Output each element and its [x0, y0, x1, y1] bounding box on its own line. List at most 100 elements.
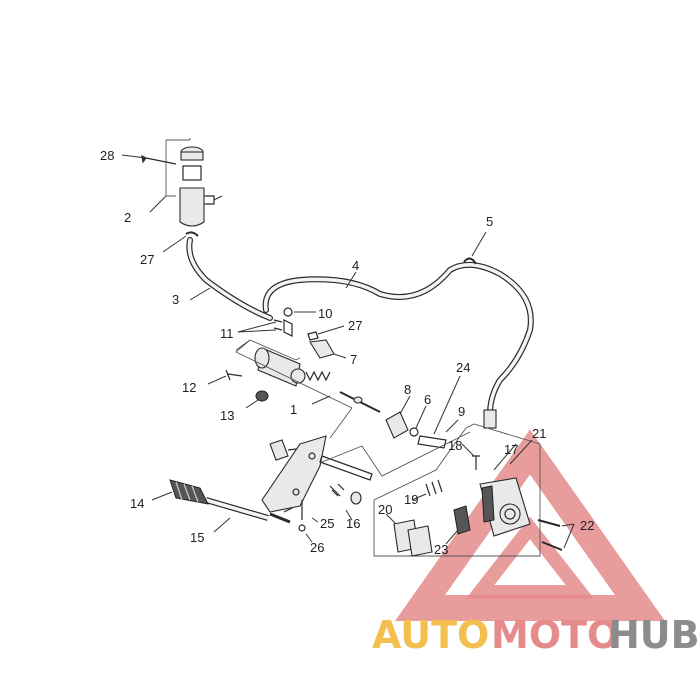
callout-27-fitting: 27: [348, 318, 362, 333]
slave-seal: [481, 485, 495, 523]
callout-8: 8: [404, 382, 411, 397]
reservoir-body: [179, 187, 205, 227]
reservoir-diaphragm: [182, 165, 202, 181]
callout-9: 9: [458, 404, 465, 419]
pedal-assembly: [151, 419, 471, 543]
piston-seal: [353, 396, 363, 404]
hose-end-fitting: [483, 409, 497, 429]
callout-5: 5: [486, 214, 493, 229]
callout-26: 26: [310, 540, 324, 555]
callout-24: 24: [456, 360, 470, 375]
leader-24: [433, 375, 461, 435]
slave-group-box: [373, 423, 541, 557]
callout-3: 3: [172, 292, 179, 307]
clip-6: [409, 427, 419, 437]
leader-15: [213, 517, 231, 533]
nut-26: [298, 524, 306, 532]
leader-21: [509, 439, 533, 465]
callout-27-reservoir: 27: [140, 252, 154, 267]
callout-16: 16: [346, 516, 360, 531]
watermark-triangle-inner: [465, 516, 595, 599]
callout-12: 12: [182, 380, 196, 395]
callout-19: 19: [404, 492, 418, 507]
slave-piston: [499, 503, 521, 525]
callout-25: 25: [320, 516, 334, 531]
hose-clamp-top: [185, 231, 199, 237]
mc-outlet: [290, 368, 306, 384]
callout-4: 4: [352, 258, 359, 273]
banjo-fitting: [283, 319, 293, 337]
callout-labels: 1 2 3 4 5 6 7 8 9 10 11 12 13 14 15 16 1…: [100, 148, 594, 557]
crush-washer-27: [307, 331, 319, 341]
group-1-bracket: [235, 339, 353, 439]
leader-27a: [162, 235, 187, 253]
hose-clip-5: [463, 257, 477, 265]
callout-7: 7: [350, 352, 357, 367]
footrest-plate: [261, 435, 327, 513]
banjo-bolt-10: [283, 307, 293, 317]
leader-2: [149, 195, 167, 213]
callout-23: 23: [434, 542, 448, 557]
reservoir-cap-body: [180, 151, 204, 161]
reservoir-tab: [204, 195, 215, 205]
callout-17: 17: [504, 442, 518, 457]
hoses: [186, 231, 534, 429]
leader-20: [385, 513, 397, 525]
callout-15: 15: [190, 530, 204, 545]
pad-20b: [407, 525, 433, 557]
return-spring: [305, 370, 331, 382]
feed-hose: [186, 237, 273, 321]
clutch-hose-inner: [263, 263, 533, 416]
dust-boot-8: [385, 411, 409, 439]
lever-pin: [269, 512, 291, 524]
leader-6: [415, 405, 427, 429]
reservoir-tab-line: [213, 195, 223, 201]
callout-2: 2: [124, 210, 131, 225]
shim-23: [453, 505, 471, 535]
callout-10: 10: [318, 306, 332, 321]
leader-9: [445, 419, 459, 433]
leader-27b: [317, 325, 345, 335]
slave-cylinder-assembly: [373, 423, 575, 557]
reservoir-screw: [145, 157, 177, 165]
callout-28: 28: [100, 148, 114, 163]
leader-12: [207, 375, 227, 385]
bolts-22: [537, 519, 563, 551]
pins-19: [425, 479, 443, 497]
callout-18: 18: [448, 438, 462, 453]
reservoir-bracket: [165, 138, 191, 197]
leader-22: [561, 523, 575, 549]
leader-18: [461, 443, 475, 457]
leader-16: [345, 509, 353, 521]
watermark-logo: AUTO MOTO HUB: [372, 429, 700, 657]
foot-peg-14: [169, 479, 209, 505]
elbow-fitting-7: [309, 339, 335, 359]
callout-13: 13: [220, 408, 234, 423]
leader-11: [237, 321, 277, 333]
leader-1: [311, 395, 331, 405]
leader-23: [445, 529, 459, 545]
watermark-auto: AUTO: [372, 613, 489, 657]
watermark-triangle-outer: [394, 429, 666, 621]
screw-head: [141, 154, 147, 164]
spring-16: [329, 483, 345, 497]
slave-piston-inner: [504, 508, 516, 520]
master-cylinder-assembly: [207, 307, 461, 449]
leader-19: [411, 493, 427, 501]
clutch-hose: [262, 261, 534, 417]
leader-3: [189, 287, 211, 301]
leader-4: [345, 271, 357, 289]
leader-28: [121, 154, 147, 159]
callout-22: 22: [580, 518, 594, 533]
plate-hole-1: [308, 452, 316, 460]
group-9-bracket: [321, 431, 471, 477]
pivot-nut: [269, 439, 289, 461]
leader-5: [471, 231, 487, 257]
washer-16: [350, 491, 362, 505]
leader-17: [493, 443, 517, 471]
washers-11: [273, 319, 283, 331]
peg-grip: [175, 481, 199, 503]
leader-14: [151, 491, 173, 501]
leader-26: [305, 533, 313, 543]
